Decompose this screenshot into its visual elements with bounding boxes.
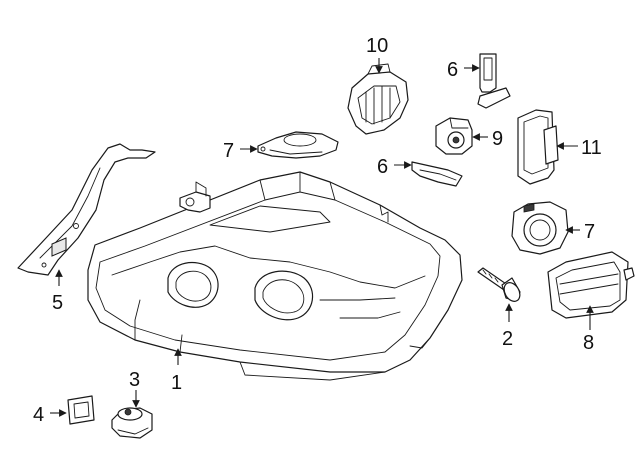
bulb-socket (435, 117, 473, 155)
cover-cap-top (257, 131, 339, 159)
callout-8: 8 (583, 332, 594, 354)
callout-3: 3 (129, 369, 140, 391)
callout-5: 5 (52, 292, 63, 314)
callout-7-right: 7 (584, 221, 595, 243)
hid-ballast (517, 109, 559, 185)
callout-leaders (50, 58, 594, 417)
control-module (547, 251, 635, 319)
callout-4: 4 (33, 404, 44, 426)
bracket-plate (67, 395, 95, 425)
retainer-clip-top (477, 53, 511, 109)
actuator-socket (111, 407, 153, 439)
support-bracket (17, 143, 156, 276)
callout-2: 2 (502, 328, 513, 350)
callout-6-middle: 6 (377, 156, 388, 178)
callout-7-top: 7 (223, 140, 234, 162)
callout-1: 1 (171, 372, 182, 394)
callout-9: 9 (492, 128, 503, 150)
cover-cap-right (511, 201, 569, 255)
callout-11: 11 (581, 137, 602, 159)
led-module (347, 63, 409, 135)
callout-6-top: 6 (447, 59, 458, 81)
retainer-clip-middle (411, 161, 463, 187)
headlamp-assembly (87, 171, 463, 381)
adjusting-screw (477, 267, 521, 302)
callout-10: 10 (366, 35, 388, 57)
